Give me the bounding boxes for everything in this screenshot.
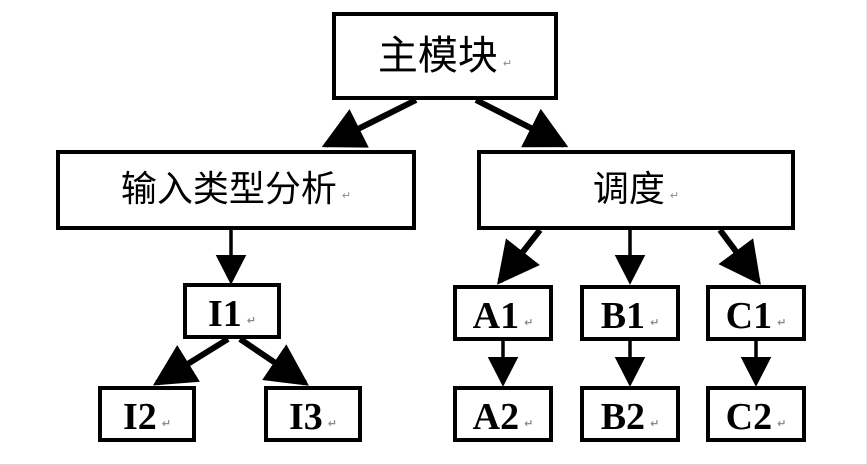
pilcrow-mark: ↵ xyxy=(669,189,680,202)
node-label: C2 xyxy=(725,396,773,438)
node-main-module[interactable]: 主模块 ↵ xyxy=(332,12,558,100)
node-label: A1 xyxy=(472,295,520,337)
pilcrow-mark: ↵ xyxy=(341,189,352,202)
pilcrow-mark: ↵ xyxy=(502,57,513,70)
node-b2[interactable]: B2 ↵ xyxy=(580,386,680,442)
node-a1[interactable]: A1 ↵ xyxy=(453,285,553,341)
node-i3[interactable]: I3 ↵ xyxy=(264,386,362,442)
node-label: C1 xyxy=(725,295,773,337)
edge-root-to-input xyxy=(321,97,418,148)
edge-root-to-sched xyxy=(474,97,569,148)
pilcrow-mark: ↵ xyxy=(327,417,337,430)
edge-i1-to-i3 xyxy=(238,336,309,386)
node-label: I1 xyxy=(207,293,242,335)
pilcrow-mark: ↵ xyxy=(777,316,787,329)
node-label: 主模块 xyxy=(377,33,498,79)
node-label: I2 xyxy=(122,396,157,438)
node-c1[interactable]: C1 ↵ xyxy=(706,285,806,341)
node-c2[interactable]: C2 ↵ xyxy=(706,386,806,442)
node-a2[interactable]: A2 ↵ xyxy=(453,386,553,442)
pilcrow-mark: ↵ xyxy=(246,314,256,327)
pilcrow-mark: ↵ xyxy=(650,316,660,329)
node-label: 输入类型分析 xyxy=(120,169,337,210)
node-label: A2 xyxy=(472,396,520,438)
edge-sched-to-a1 xyxy=(497,228,543,285)
node-scheduling[interactable]: 调度 ↵ xyxy=(477,150,795,230)
pilcrow-mark: ↵ xyxy=(524,417,534,430)
pilcrow-mark: ↵ xyxy=(161,417,171,430)
edge-sched-to-c1 xyxy=(717,228,761,285)
node-label: 调度 xyxy=(592,169,665,210)
node-input-type-analysis[interactable]: 输入类型分析 ↵ xyxy=(56,150,416,230)
node-label: I3 xyxy=(288,396,323,438)
node-b1[interactable]: B1 ↵ xyxy=(580,285,680,341)
edge-i1-to-i2 xyxy=(152,336,230,386)
node-i1[interactable]: I1 ↵ xyxy=(183,283,281,339)
node-i2[interactable]: I2 ↵ xyxy=(98,386,196,442)
node-label: B2 xyxy=(600,396,646,438)
pilcrow-mark: ↵ xyxy=(650,417,660,430)
pilcrow-mark: ↵ xyxy=(524,316,534,329)
pilcrow-mark: ↵ xyxy=(777,417,787,430)
node-label: B1 xyxy=(600,295,646,337)
